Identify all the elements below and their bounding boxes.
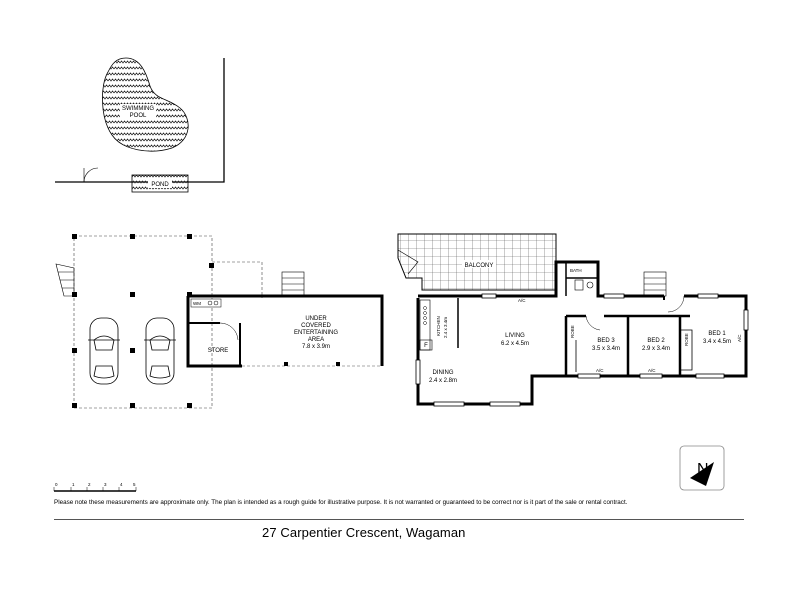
entertaining-label-3: ENTERTAINING: [294, 330, 338, 336]
entertaining-label-4: AREA: [308, 337, 324, 343]
bed2-dimensions: 2.9 x 3.4m: [642, 346, 670, 352]
ac-label-living: A/C: [518, 298, 526, 303]
house: [415, 260, 749, 407]
carport-stairs: [55, 263, 75, 297]
disclaimer-text: Please note these measurements are appro…: [54, 499, 628, 506]
dining-dimensions: 2.4 x 2.8m: [429, 378, 457, 384]
kitchen-label: KITCHEN: [436, 316, 441, 336]
scale-tick-3: 3: [104, 482, 107, 487]
gate-swing: [83, 167, 99, 183]
north-compass-icon: N: [679, 445, 725, 491]
entertaining-label-1: UNDER: [305, 316, 327, 322]
living-dimensions: 6.2 x 4.5m: [501, 341, 529, 347]
entertaining-area: STORE WM UNDER COVERED ENTERTAINING AREA…: [186, 261, 384, 368]
entertaining-label-2: COVERED: [301, 323, 331, 329]
balcony-label: BALCONY: [465, 263, 494, 269]
bed3-label: BED 3: [597, 338, 615, 344]
living-label: LIVING: [505, 333, 525, 339]
scale-bar: 0 1 2 3 4 5: [53, 482, 137, 492]
bed1-dimensions: 3.4 x 4.5m: [703, 339, 731, 345]
divider: [54, 519, 744, 520]
balcony: BALCONY: [397, 233, 557, 291]
carport: [55, 234, 214, 409]
bed2-label: BED 2: [647, 338, 665, 344]
laundry-bench: [190, 298, 222, 308]
dining-label: DINING: [433, 370, 454, 376]
scale-tick-5: 5: [133, 482, 136, 487]
ac-label-bed1: A/C: [737, 334, 742, 342]
store-label: STORE: [208, 348, 229, 354]
scale-tick-0: 0: [55, 482, 58, 487]
scale-tick-4: 4: [120, 482, 123, 487]
ac-label-bed3: A/C: [596, 368, 604, 373]
wm-label: WM: [193, 301, 201, 306]
house-stairs: [643, 271, 667, 297]
entertaining-stairs: [281, 271, 305, 297]
property-address: 27 Carpentier Crescent, Wagaman: [262, 525, 466, 540]
bed3-dimensions: 3.5 x 3.4m: [592, 346, 620, 352]
pool-label-1: SWIMMING: [122, 106, 154, 112]
pool-yard: SWIMMING POOL POND: [55, 57, 225, 193]
ac-label-bed2: A/C: [648, 368, 656, 373]
robe-label-bed3: ROBE: [570, 325, 575, 338]
car-left: [88, 317, 120, 385]
bed1-label: BED 1: [708, 331, 726, 337]
robe-label-bed1: ROBE: [684, 333, 689, 346]
fridge-label: F: [424, 343, 428, 349]
kitchen-dimensions: 2.4 x 3.4m: [443, 317, 448, 338]
pond-label: POND: [151, 182, 169, 188]
scale-tick-2: 2: [88, 482, 91, 487]
bath-label: BATH: [570, 268, 582, 273]
entertaining-dimensions: 7.8 x 3.9m: [302, 344, 330, 350]
car-right: [144, 317, 176, 385]
pool-label-2: POOL: [130, 113, 147, 119]
scale-tick-1: 1: [72, 482, 75, 487]
